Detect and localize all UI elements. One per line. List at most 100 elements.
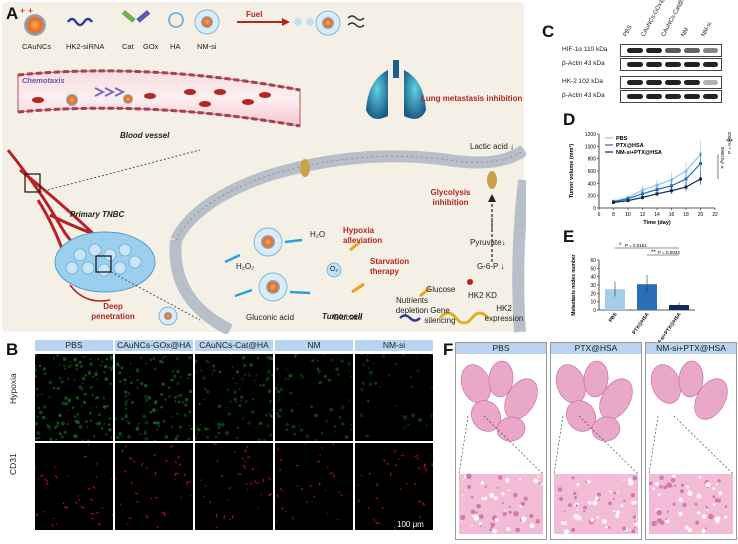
tissue-texture — [601, 518, 607, 525]
micro-speck — [58, 413, 62, 418]
micro-speck — [360, 354, 363, 356]
micro-speck — [386, 462, 389, 465]
micro-speck — [109, 358, 113, 361]
micro-speck — [370, 354, 373, 356]
micro-speck — [81, 439, 84, 441]
micro-speck — [67, 377, 70, 381]
micro-speck — [157, 424, 161, 428]
sig-mark-2: ** — [651, 250, 656, 256]
micro-speck — [174, 436, 179, 441]
lung-lobe — [678, 360, 704, 398]
tissue-texture — [496, 486, 499, 489]
micro-speck — [360, 474, 363, 477]
micro-speck — [319, 455, 322, 457]
micro-speck — [42, 367, 47, 371]
data-point — [699, 177, 702, 181]
micro-speck — [125, 419, 128, 422]
micro-speck — [43, 415, 46, 419]
micro-speck — [280, 388, 283, 391]
micro-speck — [35, 354, 37, 357]
row-label-cd31: CD31 — [8, 453, 18, 475]
tissue-texture — [583, 509, 586, 513]
tissue-texture — [497, 475, 503, 480]
micro-speck — [383, 459, 386, 463]
micro-speck — [124, 390, 128, 394]
tissue-texture — [502, 502, 505, 505]
micro-speck — [341, 422, 346, 427]
micro-speck — [153, 453, 157, 457]
tissue-texture — [583, 505, 588, 510]
micro-speck — [37, 406, 41, 410]
micro-speck — [430, 387, 433, 390]
micro-speck — [249, 374, 251, 377]
micro-speck — [268, 356, 273, 361]
tissue-texture — [666, 510, 670, 513]
tissue-texture — [597, 492, 601, 497]
micro-speck — [35, 364, 37, 367]
micro-speck — [67, 409, 70, 412]
micro-speck — [206, 360, 210, 364]
micro-speck — [83, 392, 87, 396]
tissue-texture — [478, 514, 484, 519]
micro-speck — [367, 506, 370, 509]
micro-speck — [268, 493, 273, 497]
micro-speck — [393, 526, 396, 530]
micro-speck — [277, 414, 281, 419]
micro-speck — [178, 455, 180, 459]
micro-speck — [415, 403, 417, 406]
micro-speck — [94, 372, 98, 377]
x-tick-label: 14 — [654, 212, 660, 218]
tissue-texture — [631, 529, 636, 534]
micro-speck — [187, 437, 191, 441]
micro-speck — [246, 445, 248, 448]
micro-speck — [64, 367, 67, 370]
micro-speck — [411, 413, 416, 418]
nutrients-depletion-label: Nutrients depletion — [395, 296, 429, 315]
tissue-texture — [489, 492, 495, 498]
tissue-texture — [712, 503, 716, 506]
micro-speck — [276, 390, 281, 394]
scale-bar-label: 100 μm — [397, 520, 424, 529]
micro-speck — [388, 374, 391, 377]
micro-speck — [294, 354, 298, 356]
histology-header-1: PTX@HSA — [551, 343, 641, 354]
micro-speck — [46, 424, 50, 428]
tissue-texture — [481, 481, 485, 484]
micro-speck — [70, 364, 73, 366]
x-label-1: PTX@HSA — [631, 311, 651, 335]
tissue-texture — [535, 518, 541, 524]
micro-speck — [36, 512, 38, 517]
micro-speck — [53, 426, 57, 429]
micro-speck — [253, 379, 256, 382]
glucose-inner-label: Glucose — [426, 285, 456, 294]
micro-speck — [298, 424, 301, 427]
micro-speck — [204, 387, 207, 390]
x-label-2: NM-si+PTX@HSA — [654, 311, 683, 342]
micro-speck — [89, 419, 92, 422]
micro-speck — [257, 438, 262, 441]
micro-speck — [87, 371, 91, 375]
micro-speck — [275, 367, 279, 371]
micro-speck — [399, 487, 402, 490]
tissue-texture — [657, 493, 661, 497]
micro-speck — [271, 357, 273, 359]
tissue-texture — [508, 510, 512, 514]
tissue-texture — [467, 484, 472, 489]
tissue-texture — [701, 528, 706, 534]
micro-speck — [378, 434, 380, 436]
micro-speck — [368, 370, 373, 375]
micro-speck — [268, 413, 271, 416]
tissue-texture — [687, 527, 693, 533]
micro-speck — [187, 373, 191, 377]
data-point — [655, 188, 659, 191]
micro-speck — [60, 435, 65, 439]
micro-speck — [276, 412, 280, 415]
micro-speck — [325, 419, 329, 423]
micro-speck — [305, 434, 310, 439]
zoom-connector — [458, 415, 469, 475]
micro-speck — [127, 398, 130, 401]
micro-speck — [36, 431, 41, 436]
micro-speck — [198, 402, 201, 406]
micro-speck — [188, 410, 192, 414]
micro-speck — [186, 481, 188, 486]
